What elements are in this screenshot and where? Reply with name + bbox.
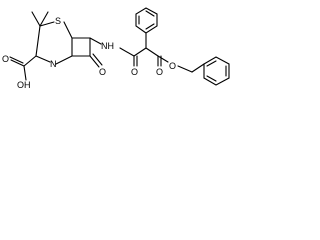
- lactam-carbonyl-o-label: O: [99, 67, 106, 77]
- amide-nh-label: NH: [101, 41, 114, 51]
- sulfur-label: S: [55, 16, 61, 26]
- molecule-structure: S N NH OH O O O O O: [2, 7, 230, 90]
- acid-carbonyl-o-label: O: [2, 54, 9, 64]
- ring-nitrogen-label: N: [50, 59, 57, 69]
- ester-ether-o-label: O: [169, 61, 176, 71]
- phenyl-ring-benzyl: [191, 56, 230, 86]
- amide-linkage: [89, 37, 147, 67]
- structure-canvas: S N NH OH O O O O O: [0, 0, 241, 99]
- methyl-groups: [31, 11, 49, 27]
- phenyl-ring-upper: [135, 7, 158, 49]
- ester-carbonyl-o-label: O: [156, 67, 163, 77]
- beta-lactam-ring: [71, 37, 103, 68]
- thiazolidine-ring: [35, 21, 73, 65]
- amide-carbonyl-o-label: O: [131, 67, 138, 77]
- acid-oh-label: OH: [17, 80, 31, 90]
- ester-group: [145, 47, 193, 73]
- carboxylic-acid: [9, 55, 37, 81]
